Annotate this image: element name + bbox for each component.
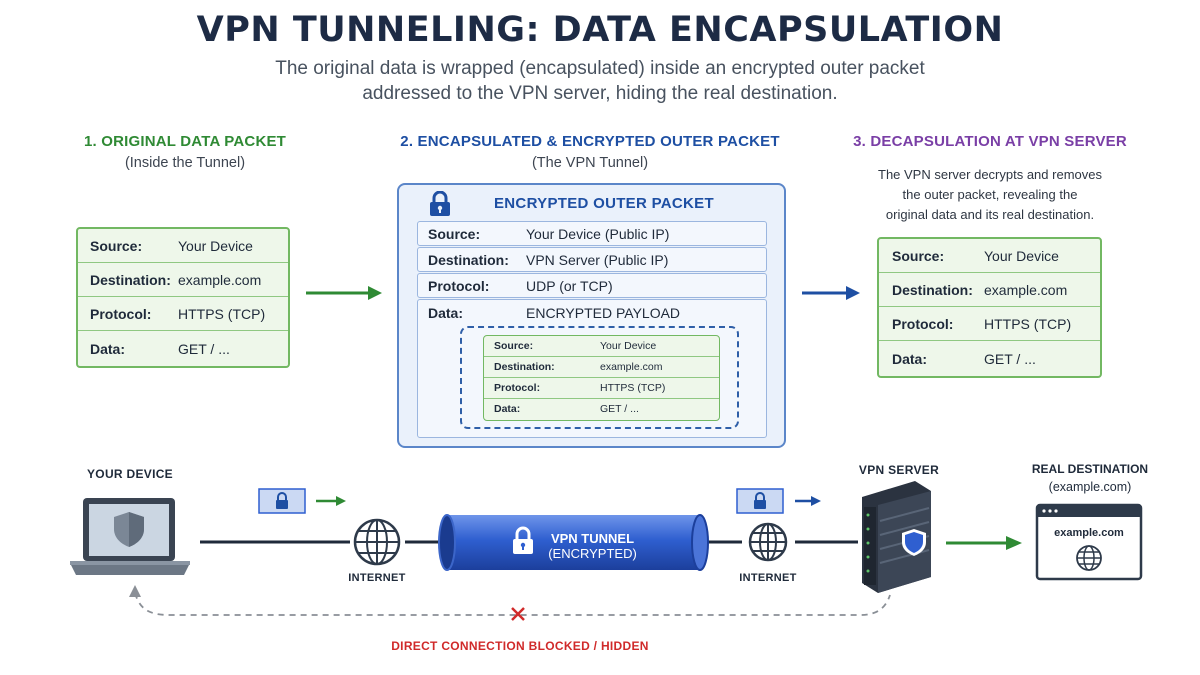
globe-icon: [1076, 545, 1102, 571]
tunnel-label-line-1: VPN TUNNEL: [550, 531, 635, 546]
original-data-value: GET / ...: [178, 340, 230, 357]
original-destination-key: Destination:: [90, 271, 171, 288]
original-protocol-value: HTTPS (TCP): [178, 305, 266, 322]
shield-icon: [114, 512, 144, 547]
inner-row-source: Source: Your Device: [484, 336, 719, 357]
outer-destination-value: VPN Server (Public IP): [526, 251, 669, 268]
outer-protocol-key: Protocol:: [428, 277, 490, 294]
inner-source-key: Source:: [494, 340, 534, 352]
blocked-x-icon: [511, 607, 525, 621]
outer-data-value: ENCRYPTED PAYLOAD: [526, 305, 681, 321]
inner-row-protocol: Protocol: HTTPS (TCP): [484, 378, 719, 399]
browser-url-text: example.com: [1054, 527, 1124, 539]
page-subtitle: The original data is wrapped (encapsulat…: [200, 56, 1000, 106]
globe-icon: [353, 518, 401, 566]
page-title: VPN TUNNELING: DATA ENCAPSULATION: [196, 10, 1004, 50]
inner-protocol-key: Protocol:: [494, 382, 541, 394]
browser-icon: [1035, 503, 1143, 581]
blocked-caption: DIRECT CONNECTION BLOCKED / HIDDEN: [391, 639, 649, 653]
arrow-right-icon: [316, 496, 346, 506]
subtitle-line-2: addressed to the VPN server, hiding the …: [362, 83, 838, 104]
label-real-destination: REAL DESTINATION (example.com): [1015, 460, 1165, 496]
encrypted-packet-left: [258, 488, 306, 514]
outer-row-protocol: Protocol: UDP (or TCP): [417, 273, 767, 298]
original-row-data: Data: GET / ...: [78, 331, 288, 366]
original-source-value: Your Device: [178, 237, 253, 254]
section2-title: 2. ENCAPSULATED & ENCRYPTED OUTER PACKET: [400, 133, 780, 150]
decapsulated-packet: Source: Your Device Destination: example…: [877, 237, 1102, 378]
decap-destination-key: Destination:: [892, 281, 973, 298]
decap-row-source: Source: Your Device: [879, 239, 1100, 273]
encrypted-outer-packet: ENCRYPTED OUTER PACKET Source: Your Devi…: [397, 183, 786, 448]
real-destination-line-1: REAL DESTINATION: [1031, 462, 1149, 476]
label-internet-left: INTERNET: [348, 572, 406, 584]
outer-source-key: Source:: [428, 225, 481, 242]
encapsulated-inner-packet: Source: Your Device Destination: example…: [460, 326, 739, 429]
section3-desc-line-2: the outer packet, revealing the: [902, 187, 1078, 202]
decap-row-protocol: Protocol: HTTPS (TCP): [879, 307, 1100, 341]
outer-row-source: Source: Your Device (Public IP): [417, 221, 767, 246]
outer-data-key: Data:: [428, 305, 464, 321]
decap-protocol-value: HTTPS (TCP): [984, 315, 1072, 332]
inner-row-data: Data: GET / ...: [484, 399, 719, 419]
inner-data-key: Data:: [494, 403, 521, 415]
label-vpn-server: VPN SERVER: [858, 463, 940, 477]
tunnel-label: VPN TUNNEL (ENCRYPTED): [535, 531, 650, 561]
tunnel-label-line-2: (ENCRYPTED): [548, 546, 637, 561]
encrypted-packet-right: [736, 488, 784, 514]
inner-destination-value: example.com: [600, 361, 663, 373]
outer-destination-key: Destination:: [428, 251, 509, 268]
decap-row-data: Data: GET / ...: [879, 341, 1100, 376]
decap-row-destination: Destination: example.com: [879, 273, 1100, 307]
globe-icon: [748, 522, 788, 562]
section3-desc-line-3: original data and its real destination.: [885, 207, 1095, 222]
section3-description: The VPN server decrypts and removes the …: [840, 165, 1140, 225]
subtitle-line-1: The original data is wrapped (encapsulat…: [275, 58, 925, 79]
original-destination-value: example.com: [178, 271, 262, 288]
blocked-direct-path: [129, 585, 891, 616]
outer-row-destination: Destination: VPN Server (Public IP): [417, 247, 767, 272]
original-packet: Source: Your Device Destination: example…: [76, 227, 290, 368]
decap-protocol-key: Protocol:: [892, 315, 954, 332]
outer-protocol-value: UDP (or TCP): [526, 277, 613, 294]
section3-title: 3. DECAPSULATION AT VPN SERVER: [853, 133, 1127, 150]
inner-packet: Source: Your Device Destination: example…: [483, 335, 720, 421]
lock-icon: [513, 526, 533, 554]
label-your-device: YOUR DEVICE: [87, 467, 173, 481]
inner-data-value: GET / ...: [600, 403, 639, 415]
arrow-right-icon: [795, 496, 821, 506]
arrow-right-icon: [306, 286, 382, 300]
network-diagram: [70, 481, 1143, 621]
decap-source-key: Source:: [892, 247, 945, 264]
decap-data-value: GET / ...: [984, 350, 1036, 367]
original-source-key: Source:: [90, 237, 143, 254]
arrow-right-icon: [946, 536, 1022, 550]
original-protocol-key: Protocol:: [90, 305, 152, 322]
original-row-source: Source: Your Device: [78, 229, 288, 263]
lock-icon: [430, 191, 450, 216]
decap-source-value: Your Device: [984, 247, 1059, 264]
label-internet-right: INTERNET: [739, 572, 797, 584]
real-destination-line-2: (example.com): [1048, 480, 1132, 494]
section1-title: 1. ORIGINAL DATA PACKET: [83, 133, 287, 150]
section1-subtitle: (Inside the Tunnel): [124, 155, 246, 171]
decap-destination-value: example.com: [984, 281, 1068, 298]
arrow-right-icon: [802, 286, 860, 300]
vpn-tunnel: [438, 514, 709, 571]
outer-packet-title: ENCRYPTED OUTER PACKET: [494, 195, 714, 212]
original-data-key: Data:: [90, 340, 126, 357]
decap-data-key: Data:: [892, 350, 928, 367]
original-row-protocol: Protocol: HTTPS (TCP): [78, 297, 288, 331]
shield-icon: [902, 529, 926, 556]
original-row-destination: Destination: example.com: [78, 263, 288, 297]
section3-desc-line-1: The VPN server decrypts and removes: [878, 167, 1102, 182]
outer-source-value: Your Device (Public IP): [526, 225, 670, 242]
inner-protocol-value: HTTPS (TCP): [600, 382, 666, 394]
inner-row-destination: Destination: example.com: [484, 357, 719, 378]
section2-subtitle: (The VPN Tunnel): [531, 155, 649, 171]
inner-source-value: Your Device: [600, 340, 657, 352]
inner-destination-key: Destination:: [494, 361, 555, 373]
